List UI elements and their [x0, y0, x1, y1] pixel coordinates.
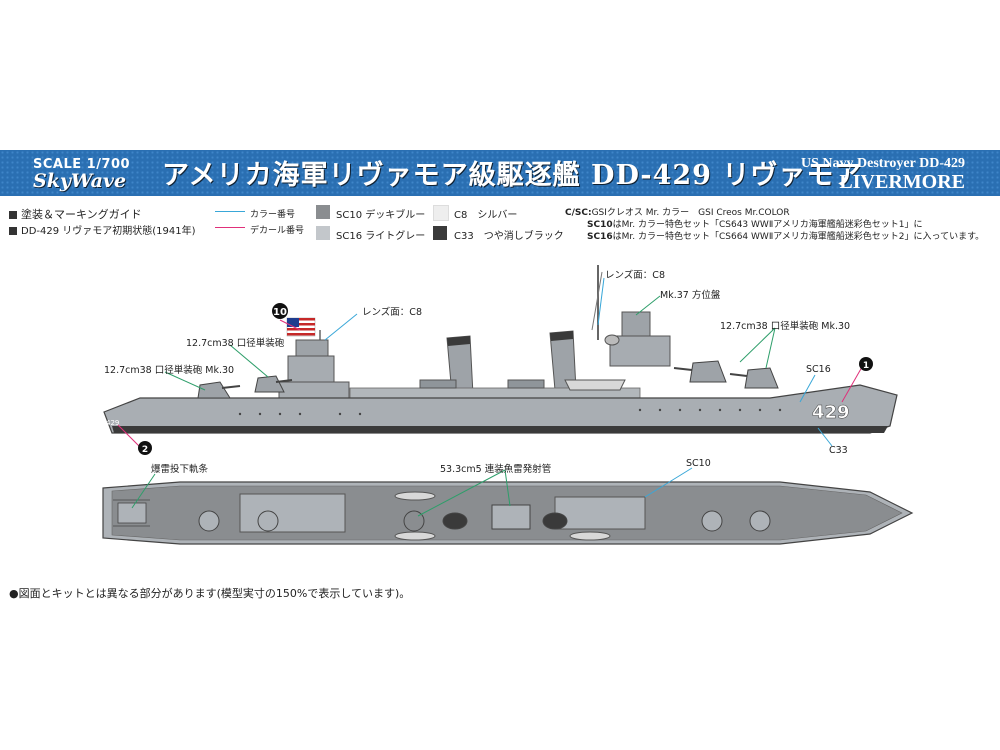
legend-heading: 塗装＆マーキングガイド	[9, 206, 142, 222]
leader-decal-10	[279, 319, 301, 331]
note-line-1: C/SC:GSIクレオス Mr. カラー GSI Creos Mr.COLOR	[565, 208, 790, 218]
callout-lens-top: レンズ面：C8	[605, 270, 665, 281]
scale-label: SCALE 1/700	[33, 157, 131, 172]
boat-top-3	[569, 531, 611, 541]
searchlight	[604, 334, 620, 346]
leader-gun-right-1	[739, 327, 776, 363]
callout-mk37: Mk.37 方位盤	[660, 290, 721, 301]
decal-key-line	[215, 227, 245, 228]
boot-topping	[112, 426, 888, 433]
decal-marker-2	[138, 441, 152, 455]
leader-c33	[817, 427, 833, 447]
gun-mount-1	[197, 381, 241, 399]
leader-torpedo-1	[417, 469, 506, 517]
callout-depth-charge: 爆雷投下軌条	[151, 464, 209, 475]
fwd-deckhouse-top	[554, 496, 646, 530]
callout-sc16: SC16	[806, 364, 831, 375]
gun-top-4	[749, 510, 771, 532]
swatch-sc10	[316, 205, 330, 219]
callout-sc10: SC10	[686, 458, 711, 469]
portholes	[238, 408, 782, 416]
color-key-line	[215, 211, 245, 212]
leader-mk37	[635, 295, 661, 316]
aft-superstructure	[609, 335, 671, 367]
leader-gun-mid	[229, 344, 269, 378]
swatch-c8	[433, 205, 449, 221]
stack-top-1	[442, 512, 468, 530]
decal-marker-2-label: 2	[142, 445, 148, 455]
torpedo-mount-2	[491, 504, 531, 530]
callout-gun-left: 12.7cm38 口径単装砲 Mk.30	[104, 365, 235, 376]
legend-subheading: DD-429 リヴァモア初期状態(1941年)	[9, 222, 196, 237]
swatch-c8-label: C8 シルバー	[454, 210, 518, 221]
swatch-sc16	[316, 226, 330, 240]
gun-mount-3	[729, 367, 779, 389]
english-subtitle: US Navy Destroyer DD-429	[801, 156, 965, 171]
callout-torpedo: 53.3cm5 連装魚雷発射管	[440, 464, 552, 475]
mast-strut	[591, 271, 603, 331]
scale-logo: SCALE 1/700 SkyWave	[33, 157, 143, 192]
torpedo-tubes-side	[419, 379, 457, 389]
aft-deckhouse-top	[239, 493, 346, 533]
torpedo-mount-1	[403, 510, 425, 532]
callout-gun-right: 12.7cm38 口径単装砲 Mk.30	[720, 321, 851, 332]
forward-stack-cap	[447, 336, 470, 346]
swatch-sc10-label: SC10 デッキブルー	[336, 210, 426, 221]
flag-stripes	[287, 318, 315, 336]
leader-gun-right-2	[765, 327, 776, 369]
gun-mount-2	[254, 375, 293, 393]
gun-mount-4	[673, 360, 727, 383]
leader-decal-2	[117, 424, 141, 448]
decal-marker-10	[272, 303, 288, 319]
gun-top-3	[701, 510, 723, 532]
torpedo-tubes-side-2	[507, 379, 545, 389]
swatch-sc16-label: SC16 ライトグレー	[336, 231, 426, 242]
leader-lens-top	[597, 277, 605, 326]
hull-number-stern: 429	[106, 419, 119, 427]
note-line-2: SC10はMr. カラー特色セット「CS643 WWⅡアメリカ海軍艦船迷彩色セッ…	[587, 220, 923, 230]
brand-logo: SkyWave	[33, 170, 127, 192]
depth-charge-racks	[113, 499, 150, 527]
callout-lines	[117, 277, 863, 517]
leader-decal-1	[841, 366, 863, 403]
stack-top-2	[542, 512, 568, 530]
footnote: ●図面とキットとは異なる部分があります(模型実寸の150%で表示しています)。	[9, 587, 411, 600]
decal-marker-10-label: 10	[273, 307, 287, 318]
aft-stack-cap	[550, 331, 573, 341]
leader-gun-left	[164, 371, 206, 391]
english-title: LIVERMORE	[839, 171, 965, 193]
decal-key-label: デカール番号	[250, 226, 305, 236]
swatch-c33-label: C33 つや消しブラック	[454, 231, 564, 242]
gun-top-1	[198, 510, 220, 532]
paint-notes: C/SC:GSIクレオス Mr. カラー GSI Creos Mr.COLOR …	[565, 207, 984, 243]
leader-torpedo-2	[504, 469, 511, 507]
boat-top-2	[394, 531, 436, 541]
gun-top-2	[257, 510, 279, 532]
lifeboat	[564, 379, 626, 391]
hull-number: 429	[812, 402, 850, 423]
leader-sc10	[644, 467, 693, 498]
swatch-c33	[433, 226, 447, 240]
page-title: アメリカ海軍リヴァモア級駆逐艦 DD-429 リヴァモア	[162, 160, 863, 191]
callout-c33: C33	[829, 445, 848, 456]
callout-gun-mid: 12.7cm38 口径単装砲	[186, 338, 285, 349]
leader-lens-bridge	[324, 313, 358, 341]
flag-canton	[287, 318, 299, 327]
leader-sc16	[799, 374, 816, 403]
title-banner	[0, 150, 1000, 196]
callout-lens-bridge: レンズ面：C8	[362, 307, 422, 318]
boat-top-1	[394, 491, 436, 501]
side-profile: 429 429	[103, 265, 898, 434]
decal-marker-1-label: 1	[863, 361, 869, 371]
note-line-3: SC16はMr. カラー特色セット「CS664 WWⅡアメリカ海軍艦船迷彩色セッ…	[587, 232, 985, 242]
leader-depth-charge	[131, 473, 156, 509]
mk37-director	[621, 311, 651, 337]
bridge-top	[295, 339, 329, 357]
decal-marker-1	[859, 357, 873, 371]
top-view	[102, 481, 914, 545]
color-key-label: カラー番号	[250, 210, 296, 220]
